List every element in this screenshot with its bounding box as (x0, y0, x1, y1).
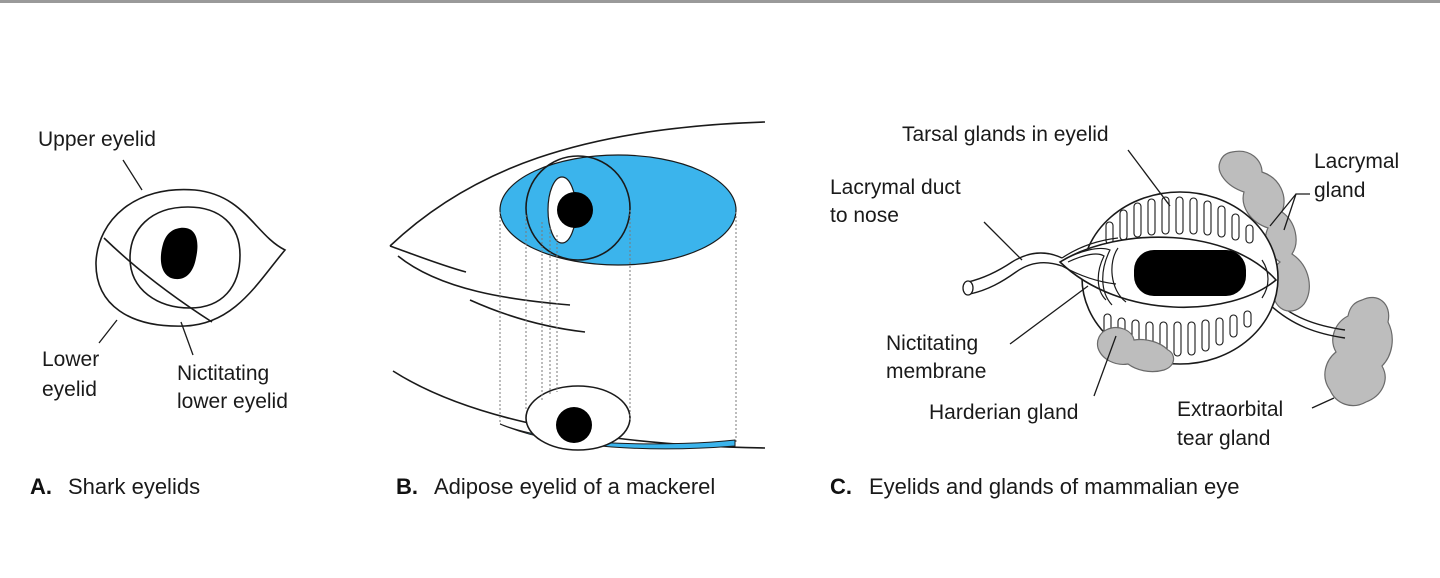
panel-c-leader-lines (983, 149, 1335, 409)
label-nictitating-membrane-line2: membrane (886, 360, 986, 383)
leader-upper-eyelid (122, 159, 143, 191)
leader-extraorbital (1311, 397, 1335, 409)
lacrymal-duct (967, 252, 1063, 295)
label-lower-eyelid-line1: Lower (42, 348, 99, 371)
label-lacrymal-gland-line1: Lacrymal (1314, 150, 1399, 173)
panel-a-shark-eyelids: Upper eyelid Lower eyelid Nictitating lo… (30, 128, 288, 499)
mackerel-eye-ring-top (525, 155, 631, 261)
mackerel-pupil-bottom (556, 407, 592, 443)
extraorbital-tear-gland (1324, 296, 1393, 407)
mackerel-jaw-lower (397, 255, 571, 306)
mackerel-pupil-top (557, 192, 593, 228)
leader-harderian (1093, 335, 1117, 397)
label-lacrymal-gland-line2: gland (1314, 179, 1365, 202)
caption-c-text: Eyelids and glands of mammalian eye (869, 474, 1240, 499)
label-lower-eyelid-line2: eyelid (42, 378, 97, 401)
label-nictitating-line1: Nictitating (177, 362, 269, 385)
mackerel-jaw-line (469, 299, 586, 333)
caption-a-text: Shark eyelids (68, 474, 200, 499)
top-rule (0, 0, 1440, 3)
leader-tarsal (1127, 149, 1171, 207)
caption-b-letter: B. (396, 474, 418, 499)
label-extraorbital-line2: tear gland (1177, 427, 1270, 450)
mammal-pupil (1134, 250, 1246, 296)
mackerel-head-top (389, 121, 766, 247)
label-lacrymal-duct-line2: to nose (830, 204, 899, 227)
mammal-iris (1111, 247, 1269, 303)
nictitating-membrane (1059, 247, 1113, 306)
shark-pupil (160, 227, 198, 280)
label-nictitating-membrane-line1: Nictitating (886, 332, 978, 355)
leader-nictitating-c (1009, 285, 1089, 345)
tarsal-glands (1103, 196, 1254, 357)
label-lacrymal-duct-line1: Lacrymal duct (830, 176, 961, 199)
label-harderian-gland: Harderian gland (929, 401, 1078, 424)
panel-b-mackerel: B. Adipose eyelid of a mackerel (389, 121, 766, 499)
leader-lower-eyelid (98, 319, 118, 344)
caption-b-text: Adipose eyelid of a mackerel (434, 474, 715, 499)
shark-nictitating-line (103, 237, 213, 323)
label-nictitating-line2: lower eyelid (177, 390, 288, 413)
projection-lines (499, 210, 737, 442)
mackerel-mouth (389, 245, 467, 273)
leader-nictitating-a (180, 321, 194, 356)
adipose-eyelid-top (499, 154, 737, 266)
panel-c-mammalian-eye: Tarsal glands in eyelid Lacrymal gland L… (830, 123, 1399, 499)
label-extraorbital-line1: Extraorbital (1177, 398, 1283, 421)
caption-a-letter: A. (30, 474, 52, 499)
harderian-gland (1096, 327, 1175, 373)
leader-lacrymal-duct (983, 221, 1023, 261)
lacrymal-duct-end (962, 280, 974, 296)
lacrymal-canaliculi (1061, 237, 1119, 285)
leader-lacrymal-gland-2 (1269, 193, 1297, 227)
label-tarsal-glands: Tarsal glands in eyelid (902, 123, 1109, 146)
caption-c-letter: C. (830, 474, 852, 499)
label-upper-eyelid: Upper eyelid (38, 128, 156, 151)
